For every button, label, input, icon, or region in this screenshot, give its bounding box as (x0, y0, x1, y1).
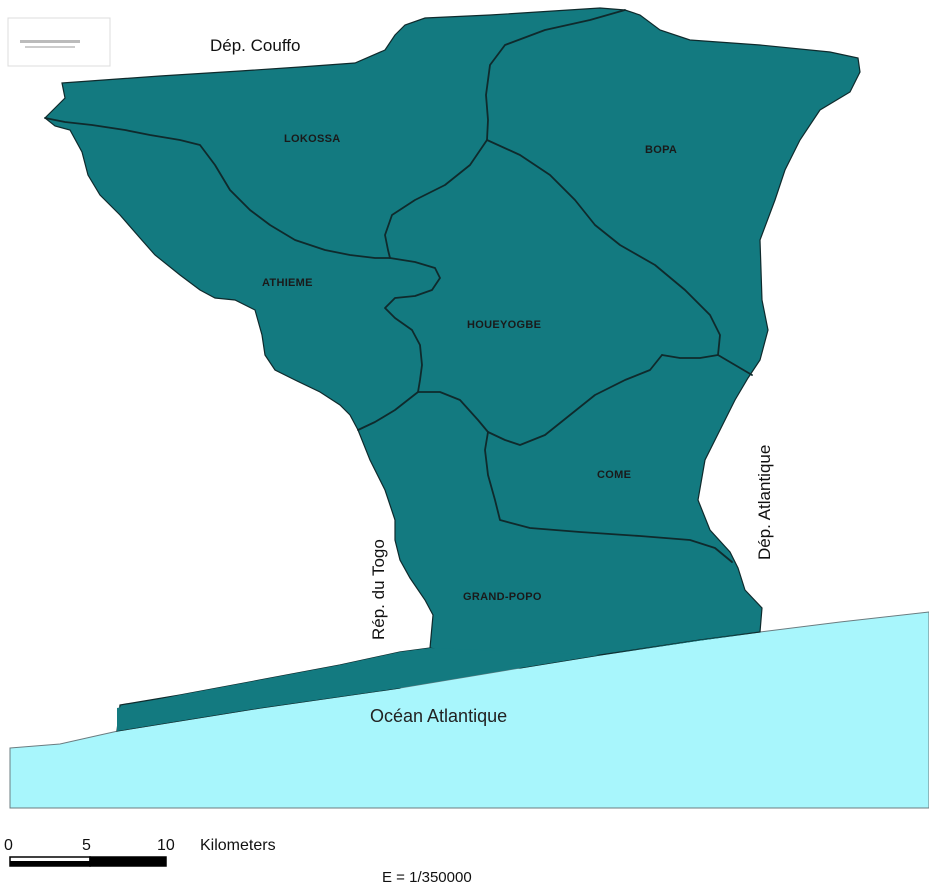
label-commune-grand-popo: GRAND-POPO (463, 591, 542, 603)
scale-tick-5: 5 (82, 837, 91, 854)
boundary-bopa-come (717, 354, 753, 376)
legend-box (7, 17, 111, 67)
scale-tick-0: 0 (4, 837, 13, 854)
boundary-come-grandpopo (484, 431, 733, 563)
label-west-neighbor: Rép. du Togo (369, 539, 388, 640)
scale-ratio: E = 1/350000 (382, 869, 472, 884)
boundary-lokossa-houeyogbe (384, 139, 488, 259)
label-east-neighbor: Dép. Atlantique (755, 445, 774, 560)
boundary-lokossa-bopa (485, 9, 626, 141)
boundary-houeyogbe-come (487, 354, 663, 446)
label-commune-bopa: BOPA (645, 144, 677, 156)
scale-tick-10: 10 (157, 837, 175, 854)
boundary-houeyogbe-bopa (486, 139, 721, 359)
coastal-strip (117, 632, 760, 731)
label-commune-come: COME (597, 469, 631, 481)
label-commune-houeyogbe: HOUEYOGBE (467, 319, 541, 331)
label-north-neighbor: Dép. Couffo (210, 36, 300, 55)
label-commune-athieme: ATHIEME (262, 277, 313, 289)
department-land (44, 7, 861, 732)
scale-unit: Kilometers (200, 837, 276, 854)
boundary-lokossa-athieme (44, 117, 391, 259)
label-ocean: Océan Atlantique (370, 706, 507, 726)
scale-segment-2 (89, 856, 167, 867)
scale-bar: 0 5 10 Kilometers (4, 837, 276, 867)
label-commune-lokossa: LOKOSSA (284, 133, 341, 145)
boundary-houeyogbe-grandpopo (417, 391, 489, 433)
boundary-athieme-houeyogbe (357, 257, 441, 431)
scale-segment-3 (10, 861, 90, 866)
